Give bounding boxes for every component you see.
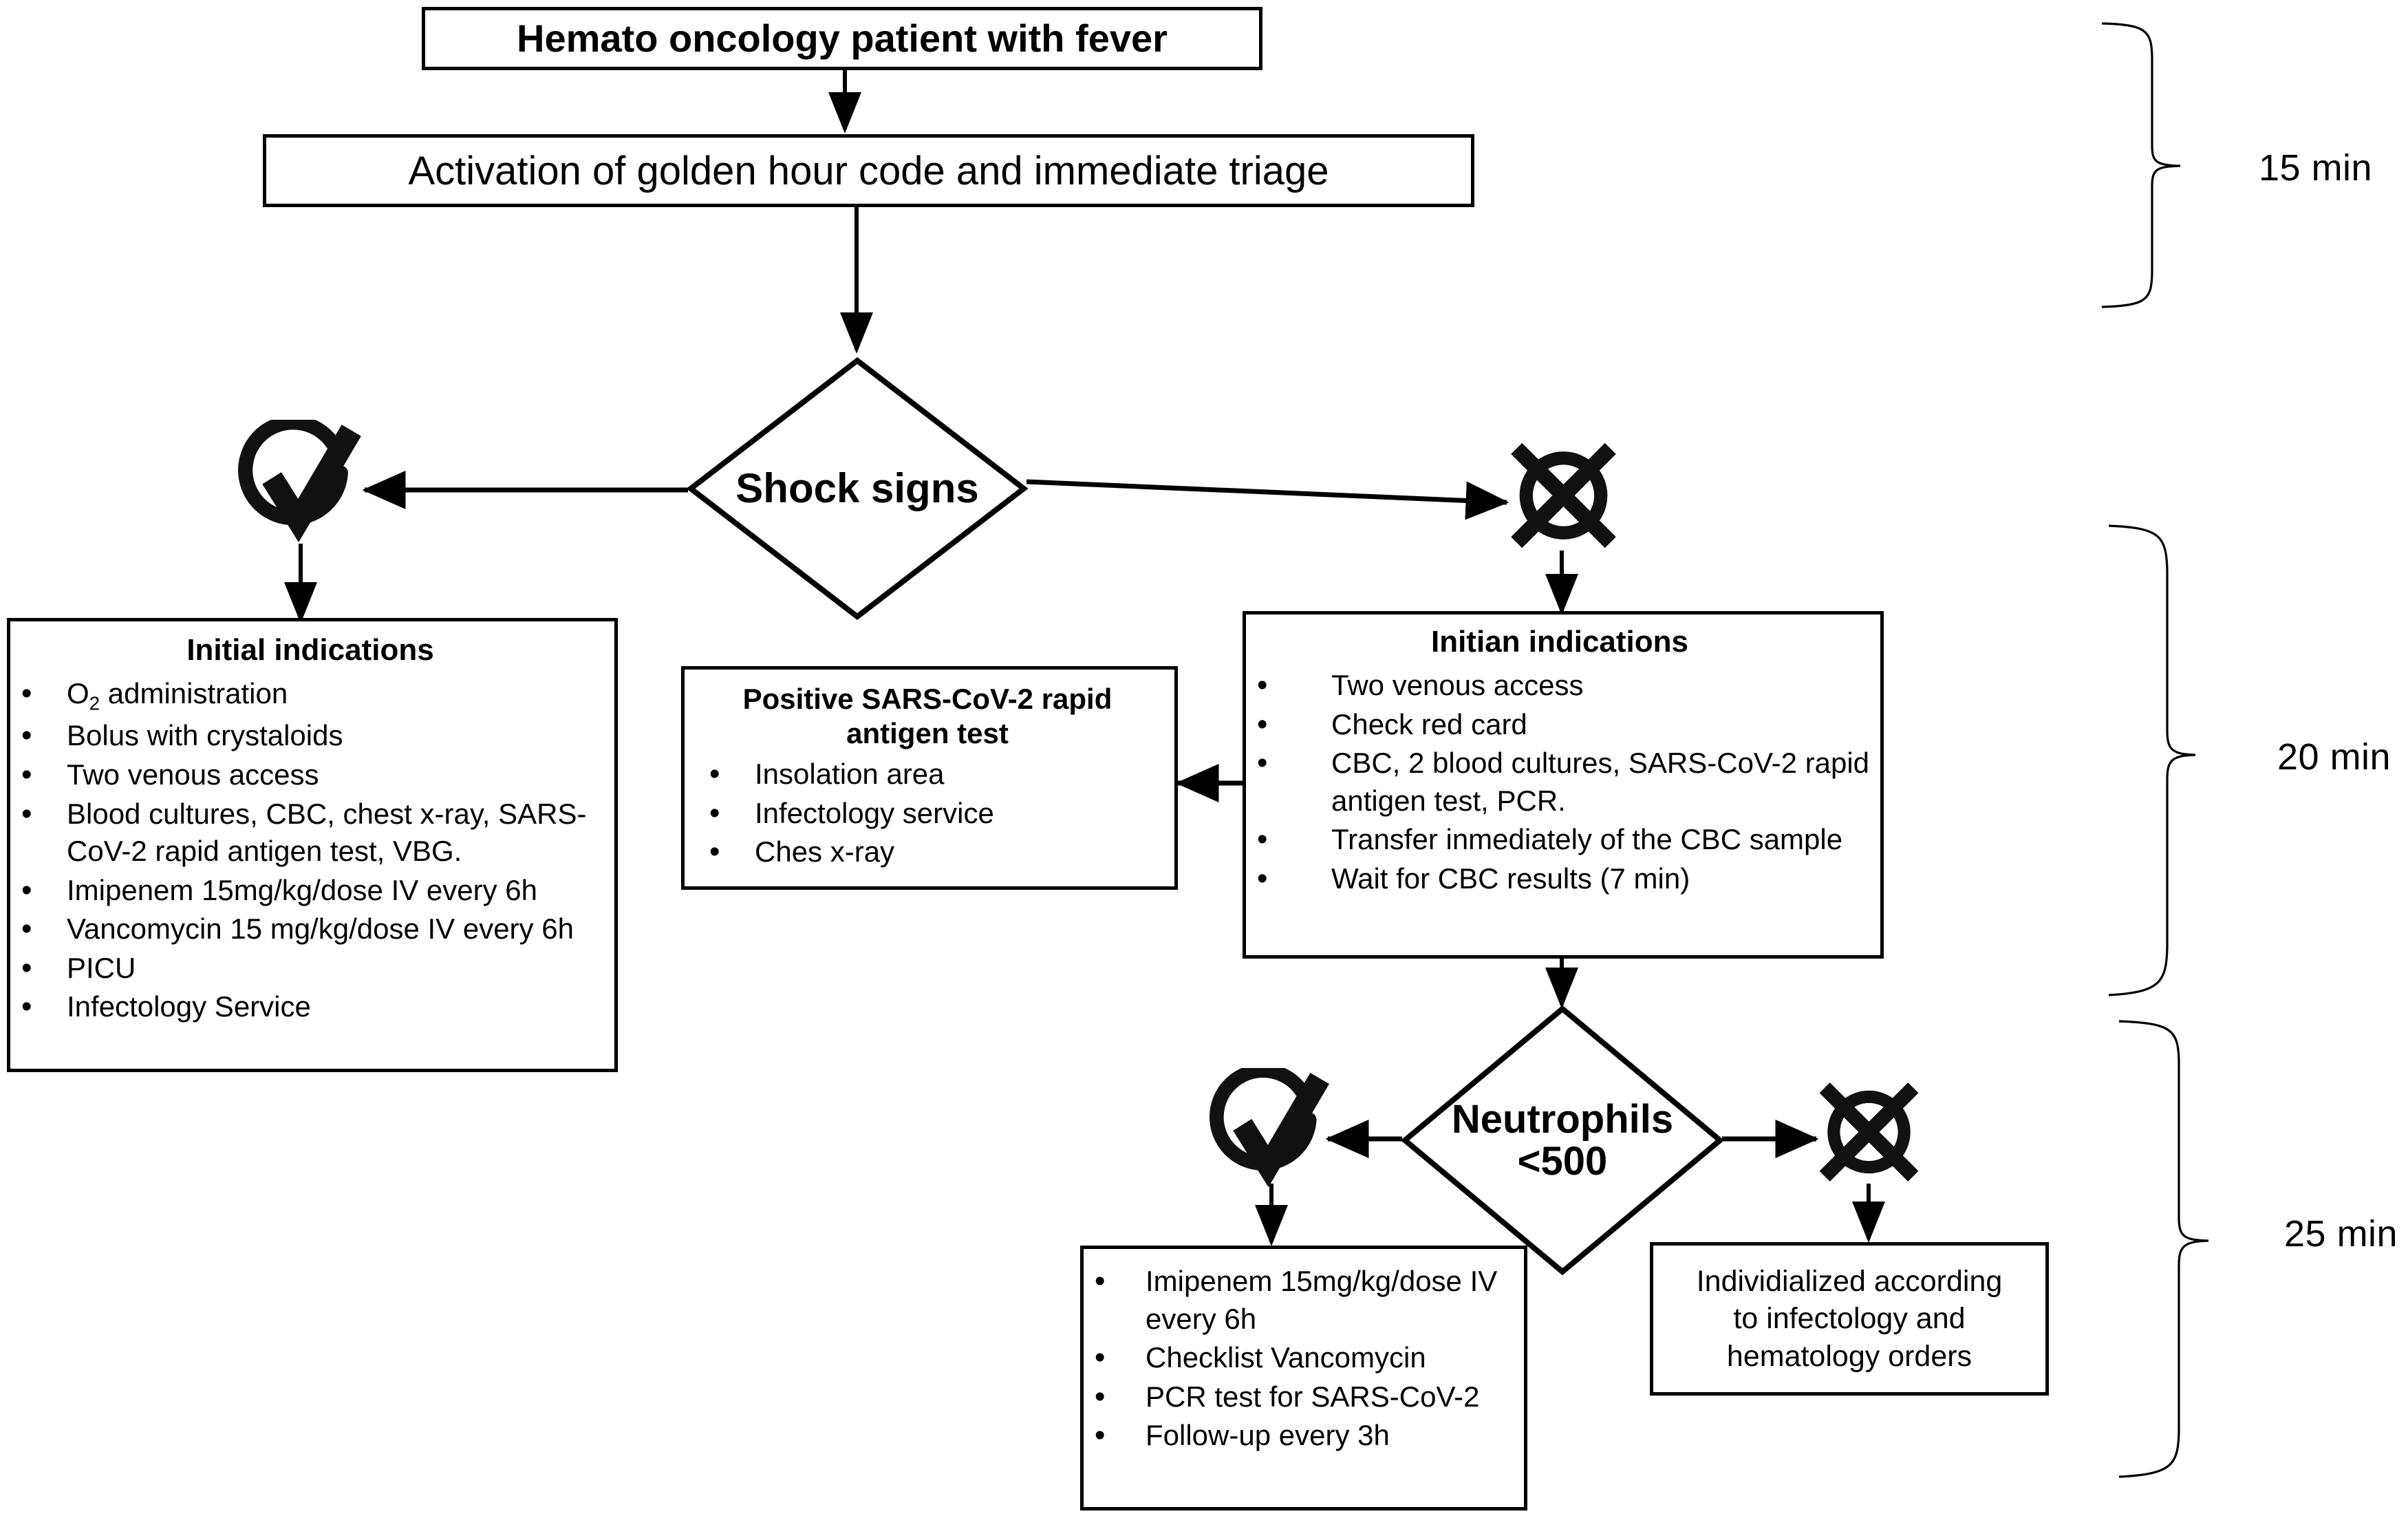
list-item: Imipenem 15mg/kg/dose IV every 6h [13,871,608,910]
positive-antigen-title-line2: antigen test [846,716,1009,749]
list-item: PCR test for SARS-CoV-2 [1086,1377,1513,1416]
list-item: Follow-up every 3h [1086,1416,1513,1455]
list-item: O2 administration [13,674,608,716]
time-bracket-20min [2102,523,2198,998]
cross-circle-icon [1812,1077,1926,1187]
time-bracket-15min-label: 15 min [2259,147,2373,189]
curly-brace-icon [2108,524,2196,996]
time-bracket-25min-label: 25 min [2284,1213,2398,1255]
initial-indications-title: Initial indications [186,633,434,667]
title-box: Hemato oncology patient with fever [422,7,1262,70]
list-item-text-o2: O2 administration [67,676,288,714]
initian-indications-list: Two venous access Check red card CBC, 2 … [1249,665,1871,898]
list-item: Bolus with crystaloids [13,716,608,755]
individualized-box: Individialized according to infectology … [1650,1242,2049,1396]
cross-circle-icon [1503,437,1624,554]
initial-indications-box: Initial indications O2 administration Bo… [7,618,618,1072]
activation-box: Activation of golden hour code and immed… [263,134,1474,207]
list-item: Two venous access [13,755,608,794]
neutropenic-treatment-list: Imipenem 15mg/kg/dose IV every 6h Checkl… [1086,1261,1513,1455]
activation-box-text: Activation of golden hour code and immed… [408,148,1329,193]
neutrophils-diamond-shape [1400,1005,1725,1276]
initian-indications-title: Initian indications [1430,625,1689,659]
list-item: Vancomycin 15 mg/kg/dose IV every 6h [13,909,608,948]
curly-brace-icon [2118,1020,2209,1478]
list-item: CBC, 2 blood cultures, SARS-CoV-2 rapid … [1249,743,1871,820]
positive-antigen-box: Positive SARS-CoV-2 rapid antigen test I… [681,666,1178,890]
list-item: PICU [13,948,608,987]
title-box-text: Hemato oncology patient with fever [517,16,1168,60]
list-item: Wait for CBC results (7 min) [1249,859,1871,898]
individualized-line2: to infectology and [1733,1302,1966,1336]
list-item: Imipenem 15mg/kg/dose IV every 6h [1086,1261,1513,1338]
shock-signs-diamond-shape [686,356,1029,621]
list-item: Two venous access [1249,665,1871,705]
list-item: Blood cultures, CBC, chest x-ray, SARS-C… [13,794,608,871]
list-item: Checklist Vancomycin [1086,1338,1513,1377]
list-item: Insolation area [701,754,1168,793]
neutrophils-decision: Neutrophils <500 [1400,1005,1725,1276]
list-item: Transfer inmediately of the CBC sample [1249,820,1871,859]
neutropenic-treatment-box: Imipenem 15mg/kg/dose IV every 6h Checkl… [1080,1246,1527,1510]
individualized-line3: hematology orders [1726,1339,1972,1373]
time-bracket-20min-label: 20 min [2277,736,2391,778]
shock-signs-decision: Shock signs [686,356,1029,621]
curly-brace-icon [2101,22,2181,308]
list-item: Check red card [1249,705,1871,744]
individualized-line1: Individialized according [1696,1265,2003,1299]
positive-antigen-title-line1: Positive SARS-CoV-2 rapid [742,683,1112,715]
positive-antigen-list: Insolation area Infectology service Ches… [687,754,1168,871]
check-circle-icon [1205,1063,1336,1192]
list-item: Infectology Service [13,987,608,1026]
list-item: Infectology service [701,793,1168,833]
time-bracket-25min [2112,1018,2215,1480]
time-bracket-15min [2095,21,2184,310]
initian-indications-box: Initian indications Two venous access Ch… [1243,611,1884,959]
check-circle-icon [234,415,368,547]
list-item: Ches x-ray [701,832,1168,871]
initial-indications-list: O2 administration Bolus with crystaloids… [13,674,608,1026]
